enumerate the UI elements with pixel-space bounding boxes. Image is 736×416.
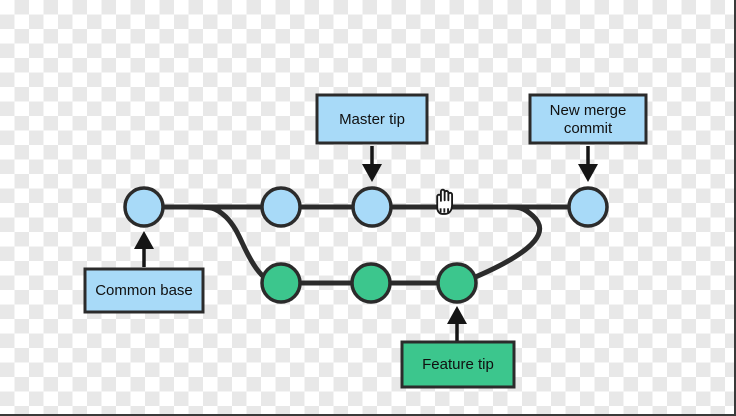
label-box-master-tip-text: Master tip	[339, 111, 405, 128]
node-feature-commit-3[interactable]	[436, 262, 478, 304]
label-box-common-base-text: Common base	[95, 282, 193, 299]
label-box-common-base[interactable]: Common base	[83, 267, 205, 314]
label-boxes: Master tip New merge commit Common base …	[83, 93, 648, 389]
node-feature-commit-1[interactable]	[260, 262, 302, 304]
annotation-arrows	[134, 146, 598, 341]
label-box-new-merge-commit[interactable]: New merge commit	[528, 93, 648, 145]
node-master-commit-2[interactable]	[260, 186, 302, 228]
arrow-new-merge-commit-down	[578, 146, 598, 182]
node-master-commit-1[interactable]	[123, 186, 165, 228]
label-box-feature-tip-text: Feature tip	[422, 356, 494, 373]
node-master-commit-3[interactable]	[351, 186, 393, 228]
node-merge-commit[interactable]	[567, 186, 609, 228]
label-box-feature-tip[interactable]: Feature tip	[400, 340, 516, 389]
arrow-feature-tip-up	[447, 306, 467, 341]
label-box-new-merge-commit-text-line1: New merge	[550, 102, 627, 119]
arrow-master-tip-down	[362, 146, 382, 182]
edge-master-to-merge	[458, 204, 542, 286]
commit-nodes	[123, 186, 609, 304]
arrow-common-base-up	[134, 231, 154, 267]
label-box-new-merge-commit-text-line2: commit	[564, 120, 613, 137]
label-box-master-tip[interactable]: Master tip	[315, 93, 429, 145]
pointing-hand-cursor	[436, 188, 454, 215]
node-feature-commit-2[interactable]	[350, 262, 392, 304]
